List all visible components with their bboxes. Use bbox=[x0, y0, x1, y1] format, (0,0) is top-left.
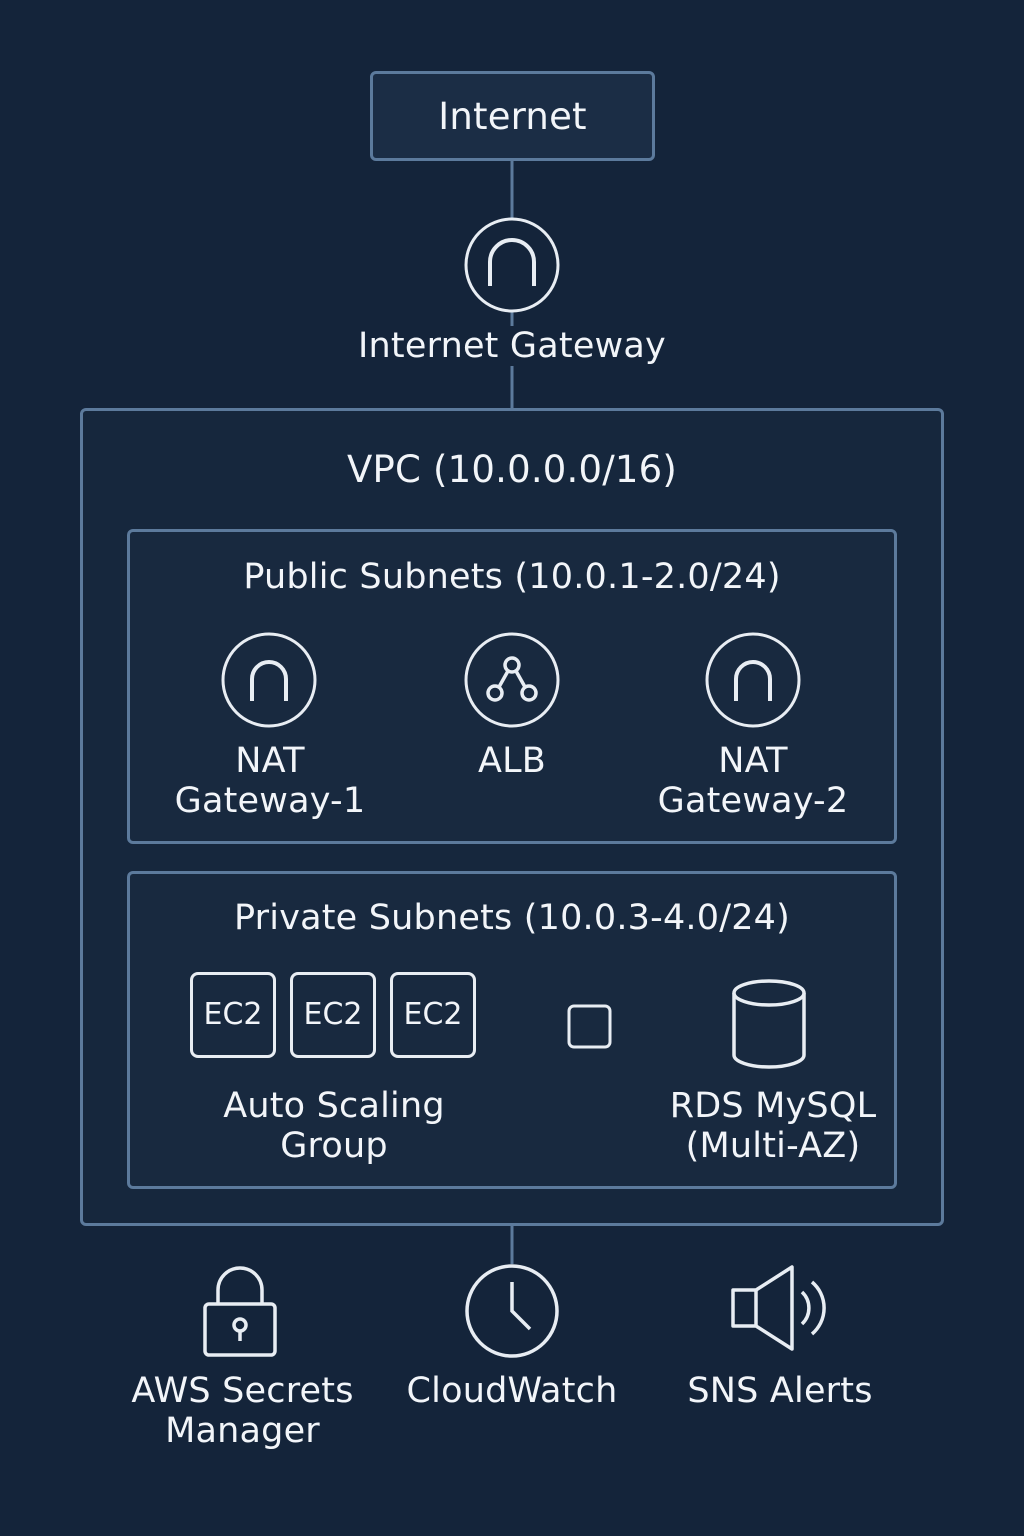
gateway-icon bbox=[464, 217, 560, 313]
connector-node-icon bbox=[567, 1004, 612, 1049]
nat-gateway-1-icon bbox=[221, 632, 317, 728]
sns-alerts-label: SNS Alerts bbox=[687, 1371, 873, 1411]
rds-line1: RDS MySQL bbox=[669, 1086, 877, 1126]
internet-box bbox=[370, 71, 655, 161]
clock-icon bbox=[465, 1264, 559, 1358]
ec2-instance-1: EC2 bbox=[190, 972, 276, 1058]
speaker-icon bbox=[731, 1265, 826, 1351]
vpc-label: VPC (10.0.0.0/16) bbox=[346, 448, 678, 491]
ec2-instance-3: EC2 bbox=[390, 972, 476, 1058]
secrets-manager-line1: AWS Secrets bbox=[131, 1371, 354, 1411]
secrets-manager-line2: Manager bbox=[165, 1411, 320, 1451]
internet-gateway-label: Internet Gateway bbox=[312, 326, 712, 366]
nat-gateway-2-line1: NAT bbox=[718, 741, 788, 781]
public-subnets-label: Public Subnets (10.0.1-2.0/24) bbox=[243, 557, 781, 597]
rds-line2: (Multi-AZ) bbox=[685, 1126, 861, 1166]
nat-gateway-2-line2: Gateway-2 bbox=[657, 781, 849, 821]
private-subnets-label: Private Subnets (10.0.3-4.0/24) bbox=[233, 898, 790, 938]
load-balancer-icon bbox=[464, 632, 560, 728]
database-icon bbox=[732, 979, 806, 1069]
nat-gateway-1-line2: Gateway-1 bbox=[174, 781, 366, 821]
cloudwatch-label: CloudWatch bbox=[406, 1371, 618, 1411]
ec2-instance-2: EC2 bbox=[290, 972, 376, 1058]
lock-icon bbox=[203, 1266, 277, 1357]
nat-gateway-1-line1: NAT bbox=[235, 741, 305, 781]
nat-gateway-2-icon bbox=[705, 632, 801, 728]
alb-label: ALB bbox=[477, 741, 547, 781]
asg-line2: Group bbox=[280, 1126, 388, 1166]
internet-label: Internet bbox=[438, 95, 587, 138]
asg-line1: Auto Scaling bbox=[223, 1086, 445, 1126]
